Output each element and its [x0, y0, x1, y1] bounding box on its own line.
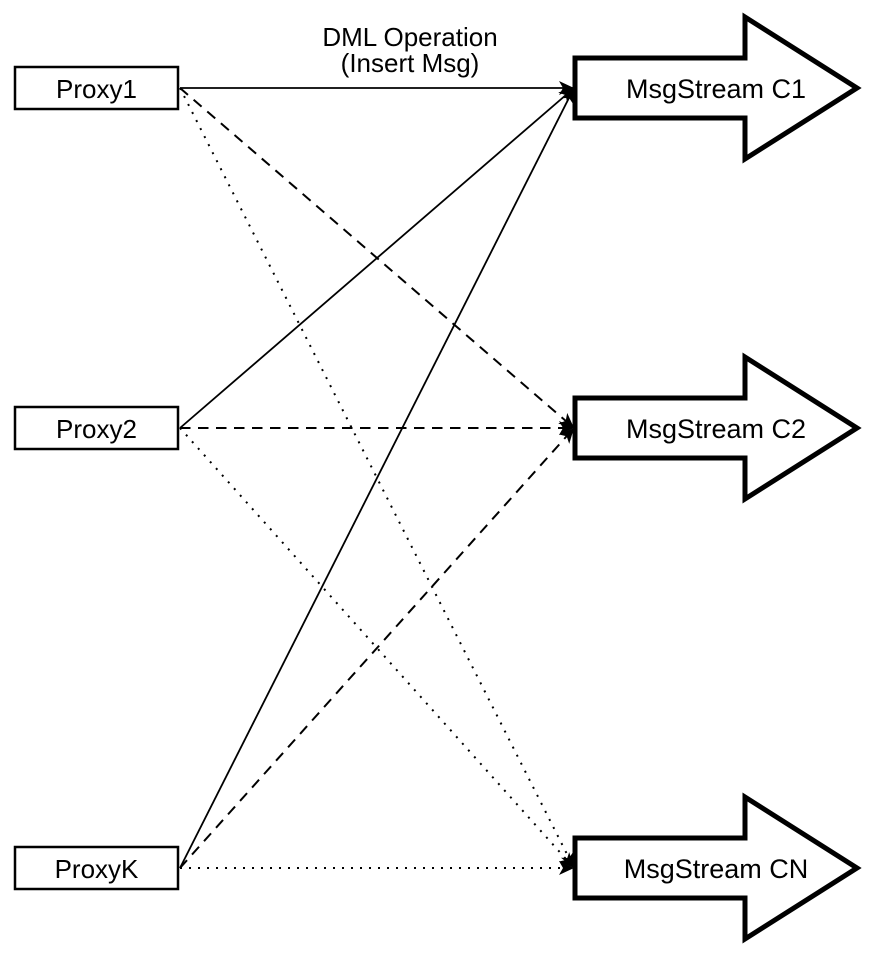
msgstream-c2-arrow [572, 352, 862, 504]
proxy1-node [13, 65, 180, 111]
msgstream-c2-label: MsgStream C2 [626, 414, 806, 444]
proxy1-label: Proxy1 [56, 74, 137, 104]
edge-proxyk-c2 [179, 427, 575, 869]
msgstream-c1-arrow [572, 12, 862, 164]
proxyk-label: ProxyK [55, 854, 139, 884]
msgstream-cn-label: MsgStream CN [624, 854, 809, 884]
edge-proxy1-c2 [179, 87, 575, 429]
edge-proxy1-cn [179, 87, 575, 869]
edges-group [179, 81, 575, 875]
dml-operation-label-line1: DML Operation [322, 22, 497, 52]
proxyk-node [13, 845, 180, 891]
dml-operation-label-line2: (Insert Msg) [341, 48, 480, 78]
msgstream-cn-arrow [572, 792, 862, 944]
msgstream-c1-label: MsgStream C1 [626, 74, 806, 104]
proxy2-label: Proxy2 [56, 414, 137, 444]
edge-proxyk-c1 [179, 87, 575, 869]
proxy2-node [13, 405, 180, 451]
